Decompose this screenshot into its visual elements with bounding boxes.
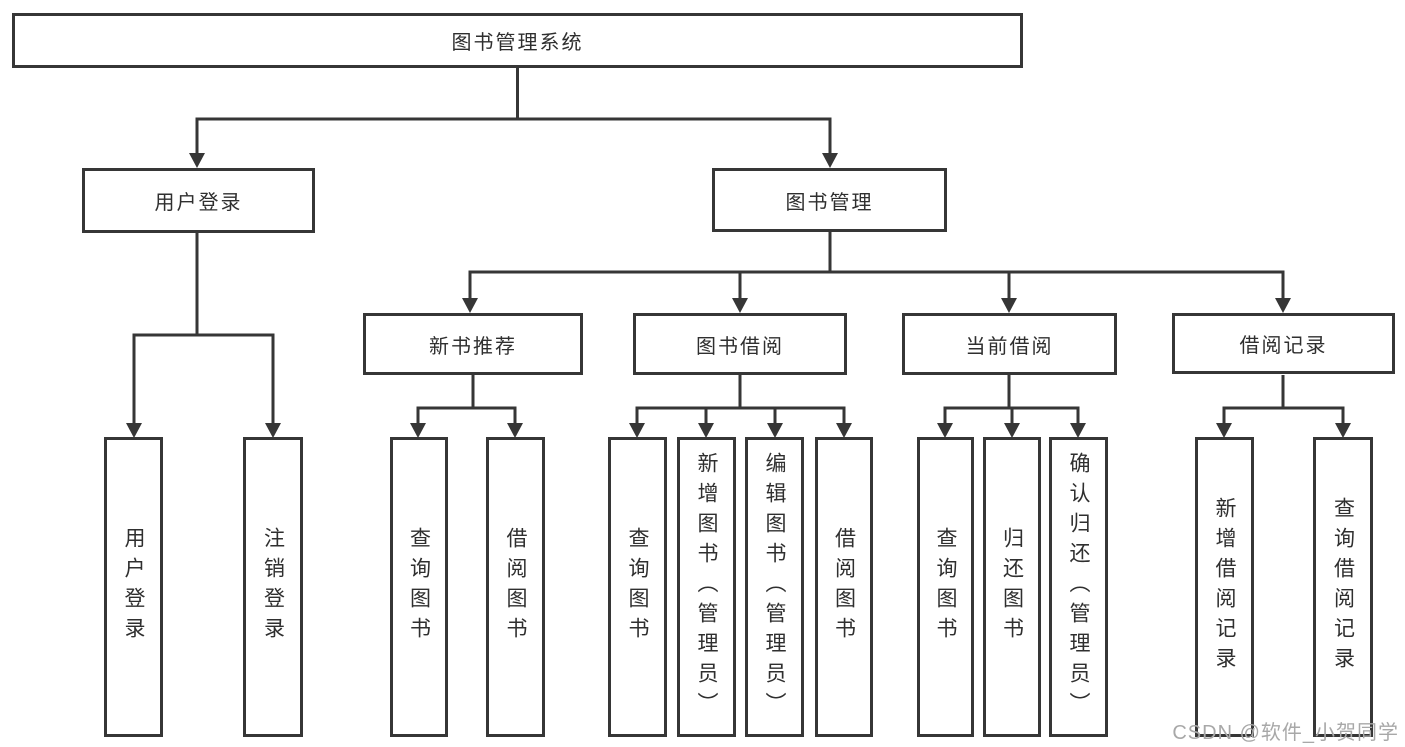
node-leaf-query-book-recommend: 查询图书 — [390, 437, 448, 737]
node-leaf-query-borrow-record: 查询借阅记录 — [1313, 437, 1373, 737]
node-leaf-borrow-book-label: 借阅图书 — [832, 527, 856, 647]
node-current-borrow-label: 当前借阅 — [965, 335, 1054, 358]
node-leaf-logout-label: 注销登录 — [261, 527, 285, 647]
node-root: 图书管理系统 — [12, 13, 1023, 68]
node-book-management-label: 图书管理 — [785, 191, 874, 214]
node-book-borrow-label: 图书借阅 — [696, 335, 784, 358]
node-leaf-confirm-return-admin: 确认归还（管理员） — [1049, 437, 1108, 737]
node-leaf-return-book: 归还图书 — [983, 437, 1041, 737]
node-leaf-add-book-admin: 新增图书（管理员） — [677, 437, 736, 737]
node-leaf-query-book-recommend-label: 查询图书 — [407, 527, 431, 647]
node-leaf-user-login-label: 用户登录 — [122, 527, 145, 647]
node-leaf-borrow-book: 借阅图书 — [815, 437, 873, 737]
node-user-login: 用户登录 — [82, 168, 315, 233]
node-root-label: 图书管理系统 — [451, 32, 584, 54]
node-book-management: 图书管理 — [712, 168, 947, 232]
node-current-borrow: 当前借阅 — [902, 313, 1117, 375]
node-borrow-record-label: 借阅记录 — [1239, 335, 1328, 357]
node-leaf-borrow-book-recommend-label: 借阅图书 — [504, 527, 527, 647]
node-user-login-label: 用户登录 — [154, 192, 243, 214]
node-new-book-recommend-label: 新书推荐 — [429, 335, 517, 358]
node-leaf-user-login: 用户登录 — [104, 437, 163, 737]
node-book-borrow: 图书借阅 — [633, 313, 847, 375]
node-leaf-confirm-return-admin-label: 确认归还（管理员） — [1067, 452, 1090, 722]
node-leaf-borrow-book-recommend: 借阅图书 — [486, 437, 545, 737]
node-leaf-logout: 注销登录 — [243, 437, 303, 737]
node-borrow-record: 借阅记录 — [1172, 313, 1395, 374]
node-leaf-edit-book-admin: 编辑图书（管理员） — [745, 437, 804, 737]
node-leaf-query-book-borrow: 查询图书 — [608, 437, 667, 737]
node-leaf-return-book-label: 归还图书 — [1000, 527, 1024, 647]
node-leaf-query-book-borrow-label: 查询图书 — [626, 527, 649, 647]
node-leaf-add-borrow-record-label: 新增借阅记录 — [1213, 497, 1236, 677]
node-leaf-query-book-current-label: 查询图书 — [934, 527, 957, 647]
node-new-book-recommend: 新书推荐 — [363, 313, 583, 375]
node-leaf-add-book-admin-label: 新增图书（管理员） — [695, 452, 718, 722]
csdn-watermark: CSDN @软件_小贺同学 — [1172, 722, 1399, 744]
node-leaf-query-borrow-record-label: 查询借阅记录 — [1331, 497, 1355, 677]
node-leaf-query-book-current: 查询图书 — [917, 437, 974, 737]
node-leaf-edit-book-admin-label: 编辑图书（管理员） — [763, 452, 786, 722]
node-leaf-add-borrow-record: 新增借阅记录 — [1195, 437, 1254, 737]
